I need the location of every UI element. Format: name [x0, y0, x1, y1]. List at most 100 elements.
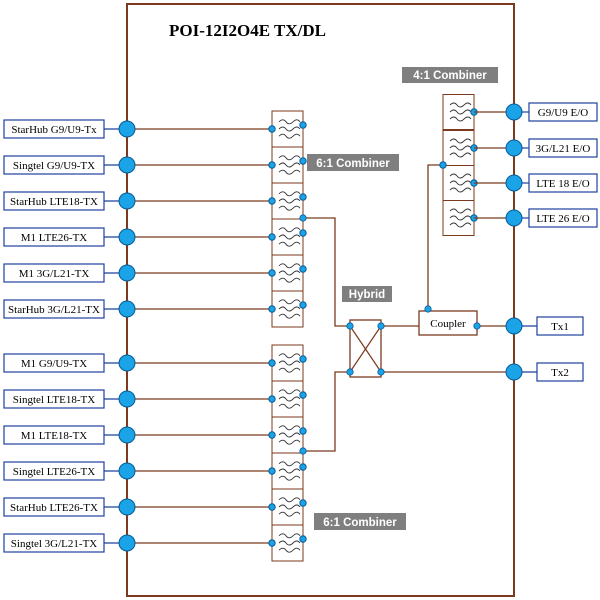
tx-label-1: Tx1 — [536, 316, 584, 336]
filter-input-dot-7[interactable] — [268, 359, 276, 367]
input-label-11: StarHub LTE26-TX — [3, 497, 105, 517]
filter-output-dot-11[interactable] — [299, 499, 307, 507]
input-label-1: StarHub G9/U9-Tx — [3, 119, 105, 139]
coupler-block: Coupler — [418, 305, 481, 336]
eo-label-1-text: G9/U9 E/O — [538, 107, 588, 119]
hybrid-label: Hybrid — [342, 286, 392, 302]
output-ports: G9/U9 E/O 3G/L21 E/O LTE 18 E/O LTE 26 E/O T… — [474, 102, 598, 382]
eo-port-4[interactable] — [505, 209, 523, 227]
filter-input-dot-2[interactable] — [268, 161, 276, 169]
input-label-4: M1 LTE26-TX — [3, 227, 105, 247]
svg-text:6:1 Combiner: 6:1 Combiner — [323, 517, 397, 529]
combiner-filter-9 — [271, 416, 304, 454]
combiner-top-output-dot — [299, 214, 307, 222]
input-port-6[interactable] — [118, 300, 136, 318]
eo-port-1[interactable] — [505, 103, 523, 121]
eo-port-3[interactable] — [505, 174, 523, 192]
input-label-9-text: M1 LTE18-TX — [21, 430, 88, 442]
input-label-3: StarHub LTE18-TX — [3, 191, 105, 211]
filter-output-dot-5[interactable] — [299, 265, 307, 273]
filter-output-dot-7[interactable] — [299, 355, 307, 363]
filter-input-dot-6[interactable] — [268, 305, 276, 313]
combiner-4-1-filter-4 — [442, 200, 475, 236]
input-label-7-text: M1 G9/U9-TX — [21, 358, 87, 370]
tx-label-2-text: Tx2 — [551, 367, 569, 379]
input-label-8-text: Singtel LTE18-TX — [13, 394, 95, 406]
filter-output-dot-4[interactable] — [299, 229, 307, 237]
input-port-9[interactable] — [118, 426, 136, 444]
filter-input-dot-11[interactable] — [268, 503, 276, 511]
filter-input-dot-8[interactable] — [268, 395, 276, 403]
combiner-filters — [268, 94, 478, 562]
input-label-4-text: M1 LTE26-TX — [21, 232, 88, 244]
input-label-5: M1 3G/L21-TX — [3, 263, 105, 283]
eo-label-4-text: LTE 26 E/O — [536, 213, 589, 225]
combiner-filter-2 — [271, 146, 304, 184]
svg-text:6:1 Combiner: 6:1 Combiner — [316, 158, 390, 170]
input-port-7[interactable] — [118, 354, 136, 372]
input-port-2[interactable] — [118, 156, 136, 174]
svg-text:4:1 Combiner: 4:1 Combiner — [413, 70, 487, 82]
input-label-6-text: StarHub 3G/L21-TX — [8, 304, 100, 316]
combiner-filter-8 — [271, 380, 304, 418]
eo-label-3-text: LTE 18 E/O — [536, 178, 589, 190]
filter-output-dot-3[interactable] — [299, 193, 307, 201]
input-label-10-text: Singtel LTE26-TX — [13, 466, 95, 478]
input-port-1[interactable] — [118, 120, 136, 138]
filter-input-dot-3[interactable] — [268, 197, 276, 205]
eo-label-3: LTE 18 E/O — [528, 173, 598, 193]
input-port-11[interactable] — [118, 498, 136, 516]
tx-port-1[interactable] — [505, 317, 523, 335]
combiner-filter-10 — [271, 452, 304, 490]
input-port-12[interactable] — [118, 534, 136, 552]
filter-input-dot-12[interactable] — [268, 539, 276, 547]
internal-wiring — [303, 164, 514, 452]
diagram-title: POI-12I2O4E TX/DL — [169, 21, 326, 40]
input-port-5[interactable] — [118, 264, 136, 282]
combiner-4-1-label: 4:1 Combiner — [402, 67, 498, 83]
filter-input-dot-1[interactable] — [268, 125, 276, 133]
combiner-bottom-output-dot — [299, 447, 307, 455]
input-label-2: Singtel G9/U9-TX — [3, 155, 105, 175]
combiner-filter-12 — [271, 524, 304, 562]
combiner-filter-6 — [271, 290, 304, 328]
input-label-5-text: M1 3G/L21-TX — [19, 268, 90, 280]
input-port-4[interactable] — [118, 228, 136, 246]
filter-input-dot-9[interactable] — [268, 431, 276, 439]
filter-output-dot-12[interactable] — [299, 535, 307, 543]
input-port-3[interactable] — [118, 192, 136, 210]
filter-output-dot-2[interactable] — [299, 157, 307, 165]
input-label-2-text: Singtel G9/U9-TX — [13, 160, 95, 172]
input-port-10[interactable] — [118, 462, 136, 480]
input-label-3-text: StarHub LTE18-TX — [10, 196, 98, 208]
filter-output-dot-8[interactable] — [299, 391, 307, 399]
poi-enclosure — [126, 3, 515, 597]
input-label-11-text: StarHub LTE26-TX — [10, 502, 98, 514]
input-label-6: StarHub 3G/L21-TX — [3, 299, 105, 319]
combiner-6-1-top-label: 6:1 Combiner — [307, 154, 399, 171]
combiner-4-1-filter-3 — [442, 165, 475, 201]
eo-port-2[interactable] — [505, 139, 523, 157]
filter-input-dot-5[interactable] — [268, 269, 276, 277]
input-label-12: Singtel 3G/L21-TX — [3, 533, 105, 553]
input-label-12-text: Singtel 3G/L21-TX — [11, 538, 98, 550]
input-port-8[interactable] — [118, 390, 136, 408]
filter-output-dot-1[interactable] — [299, 121, 307, 129]
filter-input-dot-4[interactable] — [268, 233, 276, 241]
combiner-4-1-input-dot[interactable] — [439, 161, 447, 169]
hybrid-block — [346, 319, 385, 378]
filter-output-dot-9[interactable] — [299, 427, 307, 435]
filter-input-dot-10[interactable] — [268, 467, 276, 475]
combiner-4-1-filter-1 — [442, 94, 475, 130]
eo-label-2: 3G/L21 E/O — [528, 138, 598, 158]
filter-output-dot-6[interactable] — [299, 301, 307, 309]
combiner-filter-5 — [271, 254, 304, 292]
svg-text:Hybrid: Hybrid — [349, 289, 385, 301]
svg-text:Coupler: Coupler — [430, 318, 466, 330]
filter-output-dot-10[interactable] — [299, 463, 307, 471]
tx-port-2[interactable] — [505, 363, 523, 381]
combiner-filter-4 — [271, 218, 304, 256]
tx-label-1-text: Tx1 — [551, 321, 569, 333]
input-label-10: Singtel LTE26-TX — [3, 461, 105, 481]
